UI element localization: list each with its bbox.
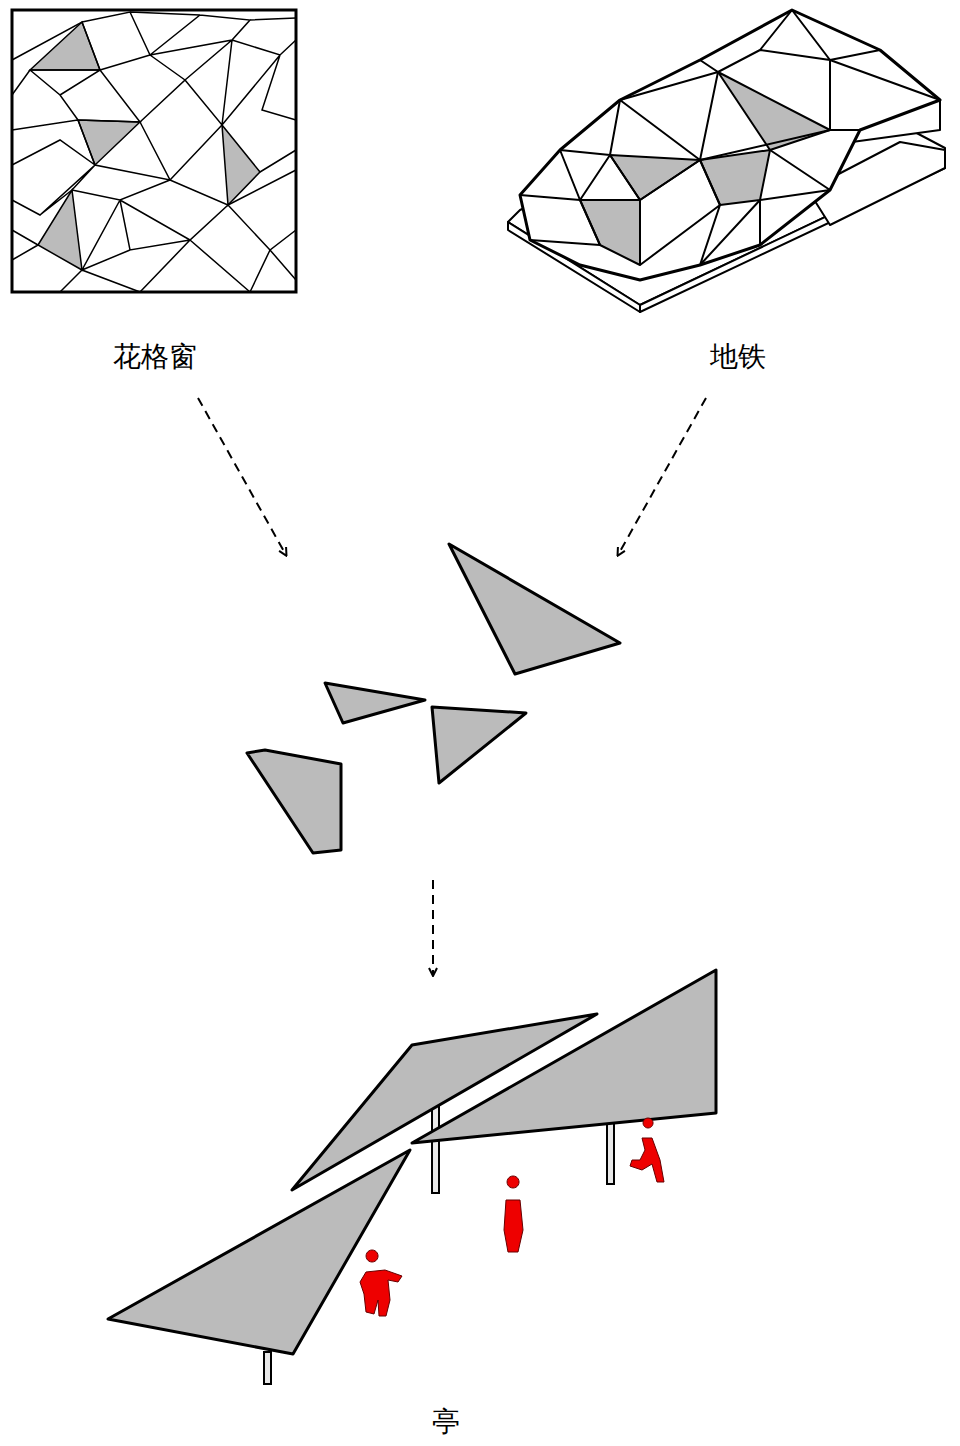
caption-label: 亭 [432,1405,460,1439]
pavilion [108,970,716,1384]
lattice-window [12,10,296,292]
caption-label: 花格窗 [113,340,197,374]
dashed-arrows [198,398,706,975]
subway-station [508,10,945,312]
caption-label: 地铁 [710,340,766,374]
triangle-fragments [247,544,620,853]
